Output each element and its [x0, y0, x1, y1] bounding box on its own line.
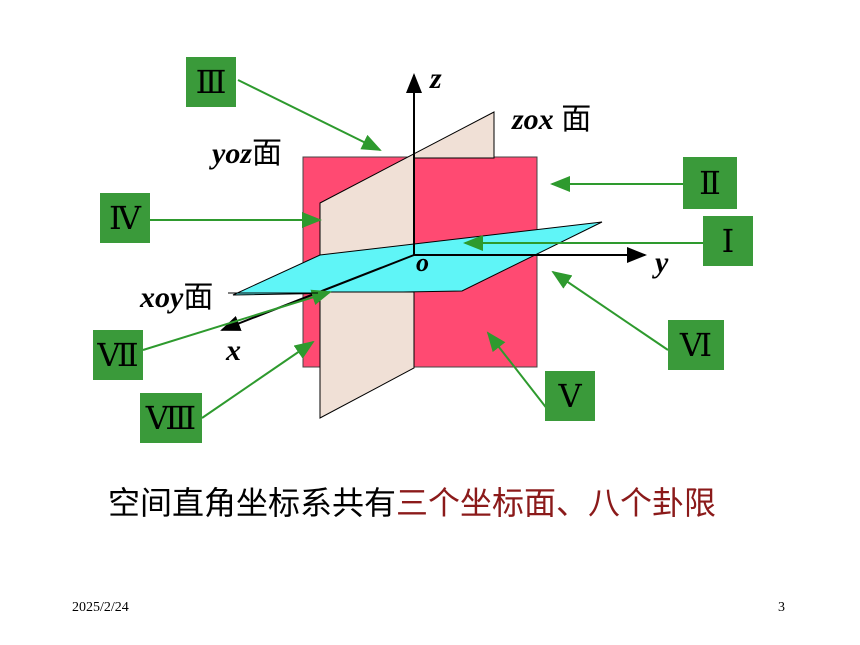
caption: 空间直角坐标系共有三个坐标面、八个卦限 — [108, 478, 716, 524]
footer-date: 2025/2/24 — [72, 600, 129, 615]
arrow-VIII — [201, 340, 315, 419]
octant-VII-label: Ⅶ — [93, 330, 143, 380]
z-axis-label: z — [430, 62, 442, 95]
zox-plane-lower — [319, 291, 415, 419]
origin-label: o — [416, 248, 429, 277]
yoz-plane-name: yoz — [212, 137, 252, 170]
caption-highlight: 三个坐标面、八个卦限 — [396, 484, 717, 522]
octant-II-label: Ⅱ — [683, 157, 737, 209]
zox-plane-label: zox 面 — [512, 94, 591, 138]
y-axis-label: y — [655, 246, 669, 279]
xoy-plane-suffix: 面 — [183, 281, 214, 314]
arrow-VII — [142, 289, 332, 351]
zox-plane-name: zox — [512, 103, 554, 136]
footer-page-number: 3 — [778, 600, 785, 615]
arrow-V — [486, 331, 549, 411]
caption-prefix: 空间直角坐标系共有 — [108, 484, 397, 522]
arrow-III — [237, 79, 382, 151]
xoy-plane-name: xoy — [140, 281, 184, 314]
octant-IV-label: Ⅳ — [100, 193, 150, 243]
x-axis-label: x — [226, 334, 241, 367]
octant-VIII-label: Ⅷ — [140, 393, 202, 443]
xoy-plane-label: xoy面 — [140, 272, 213, 316]
zox-plane-suffix: 面 — [553, 103, 592, 136]
yoz-plane-suffix: 面 — [252, 137, 282, 170]
octant-III-label: Ⅲ — [186, 57, 236, 107]
octant-V-label: Ⅴ — [545, 371, 595, 421]
arrow-VI — [551, 270, 669, 351]
octant-VI-label: Ⅵ — [668, 320, 724, 370]
yoz-plane-label: yoz面 — [212, 128, 282, 172]
octant-I-label: Ⅰ — [703, 216, 753, 266]
